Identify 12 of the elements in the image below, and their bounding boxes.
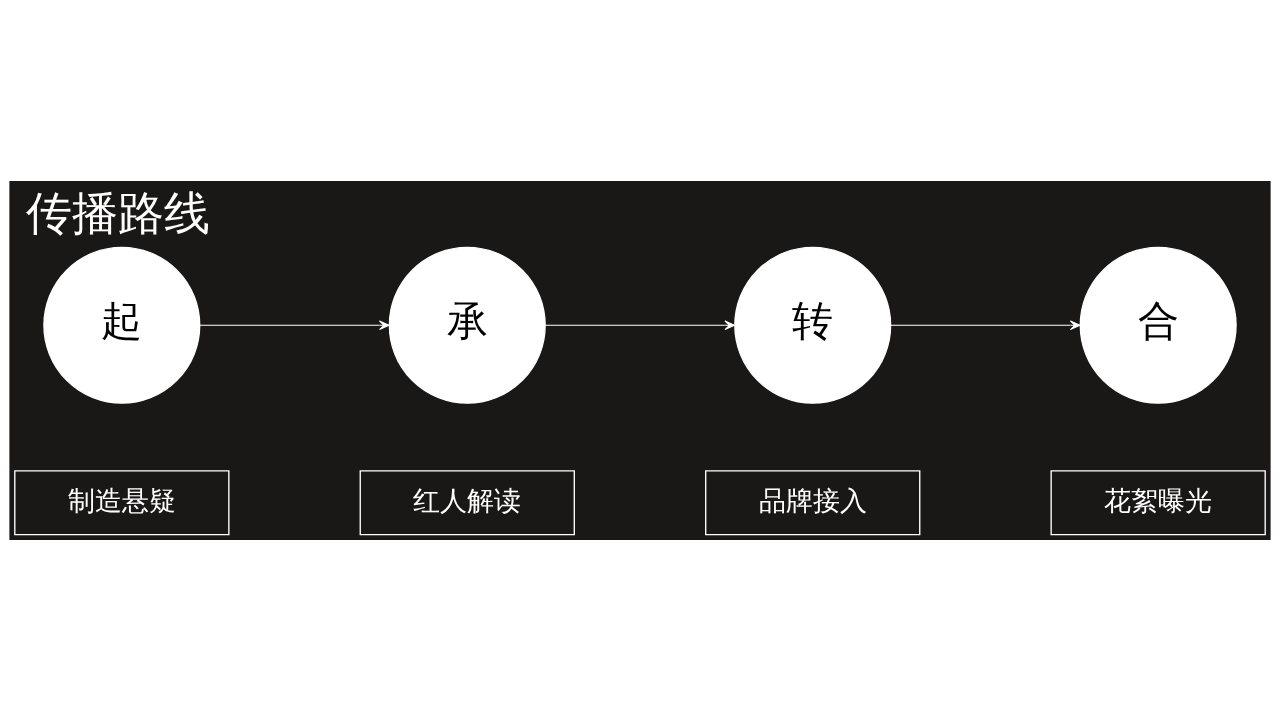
node-circle: 起: [43, 246, 201, 404]
node-box: 制造悬疑: [14, 469, 230, 535]
node-box: 花絮曝光: [1050, 469, 1266, 535]
node-circle: 承: [388, 246, 546, 404]
node-box: 品牌接入: [705, 469, 921, 535]
arrow: [890, 319, 1081, 330]
node-circle: 转: [734, 246, 892, 404]
node-circle: 合: [1079, 246, 1237, 404]
arrow: [199, 319, 390, 330]
arrow: [545, 319, 735, 330]
diagram-title: 传播路线: [25, 185, 210, 240]
node-box: 红人解读: [359, 469, 575, 535]
